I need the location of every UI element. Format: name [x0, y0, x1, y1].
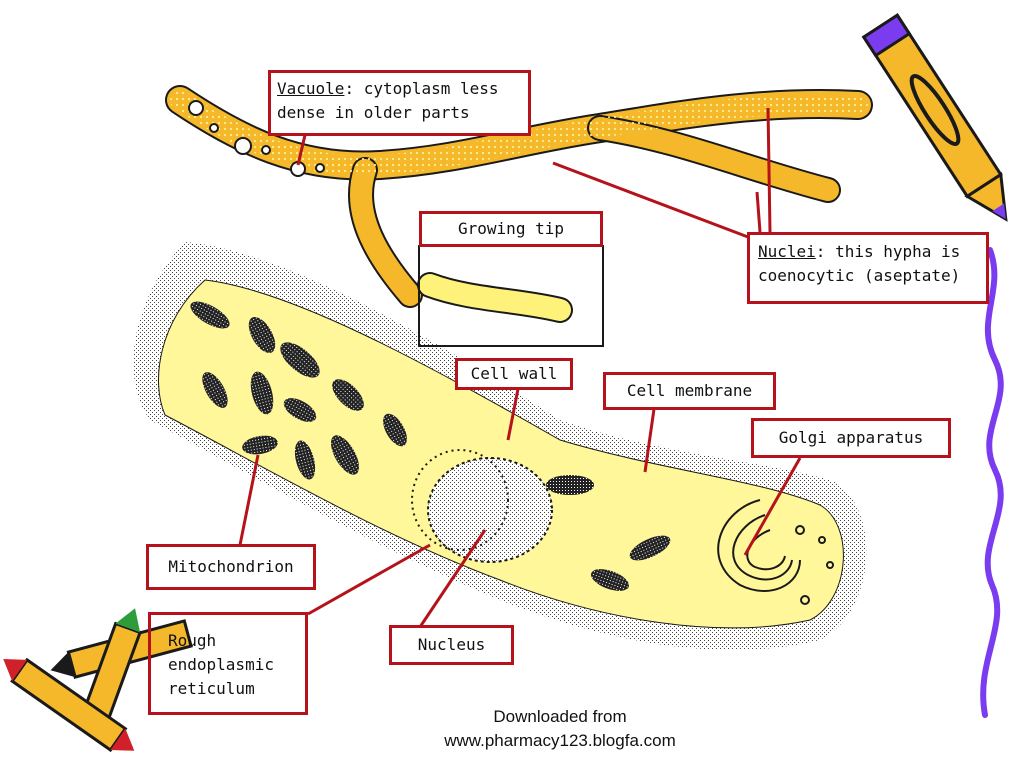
cell-membrane-label: Cell membrane [603, 372, 776, 410]
mitochondrion-text: Mitochondrion [168, 557, 294, 576]
mitochondria [190, 301, 671, 591]
vacuole-term: Vacuole [277, 79, 345, 98]
crayon-icon [3, 608, 193, 753]
mitochondrion-label: Mitochondrion [146, 544, 316, 590]
vacuole-label: Vacuole: cytoplasm less dense in older p… [268, 70, 531, 136]
growing-tip-label: Growing tip [419, 211, 603, 247]
hypha [165, 85, 873, 323]
rer-label: Rough endoplasmic reticulum [148, 612, 308, 715]
golgi-label: Golgi apparatus [751, 418, 951, 458]
credit-line-1: Downloaded from [493, 707, 627, 726]
golgi-text: Golgi apparatus [778, 428, 924, 447]
growing-tip-text: Growing tip [458, 219, 564, 238]
nuclei-term: Nuclei [758, 242, 816, 261]
rer-line-3: reticulum [168, 679, 255, 698]
nucleus-label: Nucleus [389, 625, 514, 665]
pencil-icon [861, 13, 1008, 222]
wavy-ribbon-icon [980, 247, 1004, 718]
vacuole-desc-1: : cytoplasm less [344, 79, 499, 98]
nucleus-organelle [411, 449, 553, 563]
cell-wall-label: Cell wall [455, 358, 573, 390]
cell-body [133, 242, 867, 651]
nuclei-desc-1: : this hypha is [815, 242, 961, 261]
vacuoles [188, 100, 325, 177]
nuclei-label: Nuclei: this hypha is coenocytic (asepta… [747, 232, 989, 304]
rer-line-2: endoplasmic [168, 655, 274, 674]
leader-lines [238, 107, 802, 628]
nucleus-text: Nucleus [417, 635, 486, 654]
cell-membrane-text: Cell membrane [626, 381, 753, 400]
rer-line-1: Rough [168, 631, 217, 650]
credit-url: www.pharmacy123.blogfa.com [444, 731, 676, 750]
vacuole-desc-2: dense in older parts [277, 103, 470, 122]
credit-text: Downloaded from www.pharmacy123.blogfa.c… [400, 705, 720, 753]
nuclei-desc-2: coenocytic (aseptate) [758, 266, 961, 285]
cell-wall-text: Cell wall [470, 364, 558, 383]
